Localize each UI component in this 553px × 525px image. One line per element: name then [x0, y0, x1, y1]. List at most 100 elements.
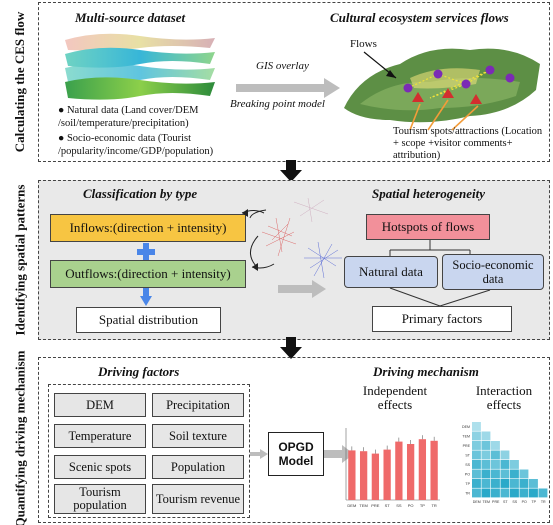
gis-overlay-label: GIS overlay — [256, 60, 309, 72]
heatmap-cell — [500, 460, 510, 469]
heatmap-cell — [491, 441, 500, 450]
bar-tem — [359, 451, 368, 500]
heatmap-cell — [500, 488, 510, 498]
breaking-point-label: Breaking point model — [230, 98, 325, 110]
heatmap-col-label: PRE — [492, 500, 500, 504]
heatmap-cell — [491, 460, 500, 469]
heatmap-cell — [481, 479, 491, 488]
bar-tick-label: TP — [420, 503, 425, 508]
heatmap-cell — [472, 431, 481, 441]
heatmap-col-label: TP — [531, 500, 536, 504]
bar-ss — [395, 441, 403, 500]
factor-soil-texture: Soil texture — [152, 424, 244, 448]
section-arrow-1 — [280, 160, 302, 182]
socio-data-bullet: ● Socio-economic data (Tourist /populari… — [58, 133, 214, 157]
heatmap-cell — [472, 422, 481, 431]
bar-tick-label: PO — [408, 503, 414, 508]
driving-factors-title: Driving factors — [98, 364, 180, 379]
factors-merge-lines — [389, 287, 491, 307]
factor-precipitation: Precipitation — [152, 393, 244, 417]
section-arrow-2 — [280, 337, 302, 359]
heatmap-col-label: ST — [503, 500, 508, 504]
heatmap-cell — [472, 450, 481, 460]
heterogeneity-title: Spatial heterogeneity — [372, 186, 486, 201]
bar-pre — [371, 453, 380, 500]
heatmap-cell — [510, 460, 519, 469]
plus-icon — [137, 243, 155, 261]
bar-st — [383, 449, 391, 500]
bar-tick-label: TEM — [359, 503, 367, 508]
heatmap-cell — [519, 488, 529, 498]
factor-tourism-revenue: Tourism revenue — [152, 484, 244, 514]
flow-network-graph — [249, 197, 342, 279]
heatmap-cell — [481, 441, 491, 450]
bar-tp — [418, 439, 427, 500]
flows-label: Flows — [350, 38, 377, 50]
heatmap-cell — [481, 488, 491, 498]
spatial-distribution-box: Spatial distribution — [76, 307, 221, 333]
heatmap-cell — [481, 450, 491, 460]
heatmap-cell — [510, 479, 519, 488]
heatmap-cell — [529, 479, 538, 488]
factor-population: Population — [152, 455, 244, 479]
heatmap-col-label: TR — [541, 500, 546, 504]
heatmap-col-label: DEM — [473, 500, 481, 504]
heatmap-cell — [491, 479, 500, 488]
factor-tourism-population: Tourism population — [54, 484, 146, 514]
outflows-box: Outflows:(direction + intensity) — [50, 260, 246, 288]
heatmap-cell — [500, 479, 510, 488]
bar-tick-label: PRE — [371, 503, 380, 508]
interaction-effects-label: Interaction effects — [475, 383, 533, 412]
hotspots-box: Hotspots of flows — [366, 214, 490, 240]
ces-title: Cultural ecosystem services flows — [330, 10, 509, 25]
heterogeneity-arrow — [278, 280, 326, 298]
heatmap-cell — [510, 488, 519, 498]
inflows-box: Inflows:(direction + intensity) — [50, 214, 246, 242]
section-label-ces-flow: Calculating the CES flow — [12, 11, 28, 153]
classification-title: Classification by type — [83, 186, 198, 201]
down-arrow-blue — [140, 288, 152, 306]
layered-dataset-illustration — [65, 33, 215, 100]
bar-tick-label: SS — [396, 503, 402, 508]
factor-temperature: Temperature — [54, 424, 146, 448]
factor-scenic-spots: Scenic spots — [54, 455, 146, 479]
factor-dem: DEM — [54, 393, 146, 417]
heatmap-cell — [519, 479, 529, 488]
panel-driving-mechanism — [38, 357, 550, 523]
heatmap-cell — [472, 479, 481, 488]
heatmap-row-label: TR — [465, 492, 470, 496]
heatmap-row-label: SS — [465, 463, 470, 467]
heatmap-cell — [472, 441, 481, 450]
heatmap-row-label: TP — [465, 482, 470, 486]
natural-data-box: Natural data — [344, 256, 438, 288]
heatmap-cell — [491, 450, 500, 460]
heatmap-cell — [472, 488, 481, 498]
heatmap-row-label: TEM — [462, 435, 470, 439]
heatmap-cell — [491, 469, 500, 479]
heatmap-cell — [472, 469, 481, 479]
terrain-flow-map — [344, 48, 540, 131]
dataset-title: Multi-source dataset — [75, 10, 186, 25]
section-label-driving-mechanism: Quantifying driving mechanism — [12, 350, 27, 525]
socio-data-box: Socio-economic data — [442, 254, 544, 290]
arrow-to-inflows — [241, 209, 265, 217]
heatmap-row-label: PO — [465, 473, 470, 477]
heatmap-col-label: SS — [512, 500, 517, 504]
arrow-from-opgd — [324, 445, 354, 463]
heatmap-row-label: PRE — [463, 444, 471, 448]
heatmap-cell — [500, 469, 510, 479]
bar-tick-label: DEM — [347, 503, 356, 508]
driving-mechanism-title: Driving mechanism — [373, 364, 479, 379]
heatmap-cell — [491, 488, 500, 498]
bar-tr — [430, 440, 438, 500]
heatmap-cell — [529, 488, 538, 498]
heatmap-row-label: DEM — [462, 425, 470, 429]
heatmap-cell — [519, 469, 529, 479]
bar-tick-label: ST — [385, 503, 391, 508]
natural-data-bullet: ● Natural data (Land cover/DEM /soil/tem… — [58, 105, 199, 129]
opgd-model-box: OPGD Model — [268, 432, 324, 476]
tourism-spots-label: Tourism spots/attractions (Location + sc… — [393, 126, 543, 161]
heatmap-cell — [500, 450, 510, 460]
